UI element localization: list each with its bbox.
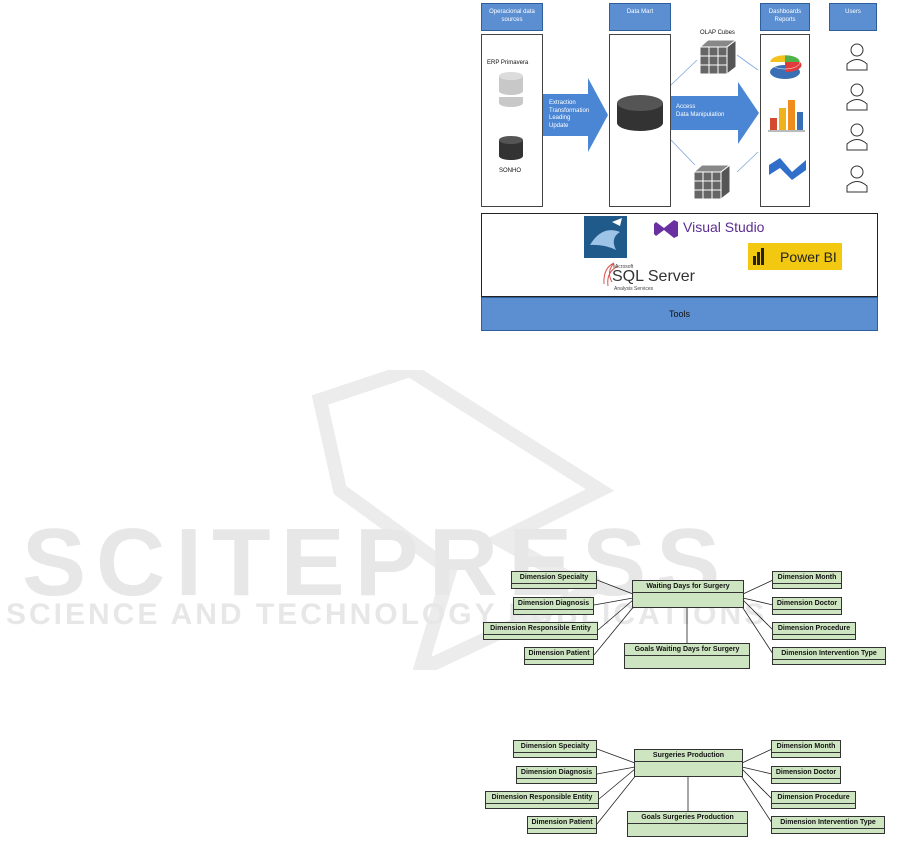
pie-chart-icon <box>769 54 802 79</box>
tools-box <box>481 213 878 297</box>
sql-server-sub: Analysis Services <box>614 286 654 292</box>
olap-cube-icon-top <box>698 38 738 76</box>
olap-label: OLAP Cubes <box>700 30 735 36</box>
schema1-goals: Goals Waiting Days for Surgery <box>624 643 750 669</box>
schema1-fact: Waiting Days for Surgery <box>632 580 744 608</box>
etl-arrow-text: Extraction Transformation Leading Update <box>549 100 590 129</box>
watermark-logo <box>311 370 615 670</box>
sql-server-prefix: Microsoft <box>613 264 634 270</box>
watermark-title: SCITEPRESS <box>22 509 731 616</box>
sql-server-label: SQL Server <box>612 268 695 285</box>
sources-column <box>481 34 543 207</box>
mysql-logo-icon <box>584 216 627 258</box>
schema2-dim-responsible-entity: Dimension Responsible Entity <box>485 791 599 809</box>
header-mart: Data Mart <box>609 3 671 31</box>
schema1-dim-intervention-type: Dimension Intervention Type <box>772 647 886 665</box>
flow-lines <box>670 54 759 173</box>
access-arrow <box>671 82 759 144</box>
schema2-dim-procedure: Dimension Procedure <box>771 791 856 809</box>
schema2-goals: Goals Surgeries Production <box>627 811 748 837</box>
ribbon-chart-icon <box>769 158 806 180</box>
header-users: Users <box>829 3 877 31</box>
schema1-dim-patient: Dimension Patient <box>524 647 594 665</box>
schema1-dim-doctor: Dimension Doctor <box>772 597 842 615</box>
sonho-label: SONHO <box>499 168 522 174</box>
visual-studio-logo-icon <box>654 220 678 238</box>
mart-database-icon <box>617 95 663 131</box>
schema2-dim-specialty: Dimension Specialty <box>513 740 597 758</box>
schema1-dim-responsible-entity: Dimension Responsible Entity <box>483 622 598 640</box>
schema1-dim-specialty: Dimension Specialty <box>511 571 597 589</box>
schema1-dim-procedure: Dimension Procedure <box>772 622 856 640</box>
header-sources: Operacional data sources <box>481 3 543 31</box>
visual-studio-label: Visual Studio <box>683 219 765 235</box>
schema2-dim-diagnosis: Dimension Diagnosis <box>516 766 597 784</box>
bar-chart-icon <box>768 100 805 132</box>
tools-bar: Tools <box>481 297 878 331</box>
schema2-dim-patient: Dimension Patient <box>527 816 597 834</box>
schema2-dim-month: Dimension Month <box>771 740 841 758</box>
power-bi-label: Power BI <box>780 249 837 265</box>
sonho-database-icon <box>499 136 523 160</box>
power-bi-icon <box>753 248 764 265</box>
architecture-graphics <box>499 38 868 287</box>
access-arrow-text: Access Data Manipulation <box>676 104 725 118</box>
erp-database-icon <box>499 72 523 107</box>
schema1-dim-diagnosis: Dimension Diagnosis <box>513 597 594 615</box>
etl-arrow <box>543 78 608 152</box>
olap-cube-icon-bottom <box>692 163 732 201</box>
user-icons <box>846 43 868 193</box>
schema2-fact: Surgeries Production <box>634 749 743 777</box>
sql-server-logo-icon <box>603 262 619 287</box>
header-dashboards: Dashboards Reports <box>760 3 810 31</box>
schema2-dim-intervention-type: Dimension Intervention Type <box>771 816 885 834</box>
erp-label: ERP Primavera <box>487 60 529 66</box>
schema2-dim-doctor: Dimension Doctor <box>771 766 841 784</box>
schema1-dim-month: Dimension Month <box>772 571 842 589</box>
